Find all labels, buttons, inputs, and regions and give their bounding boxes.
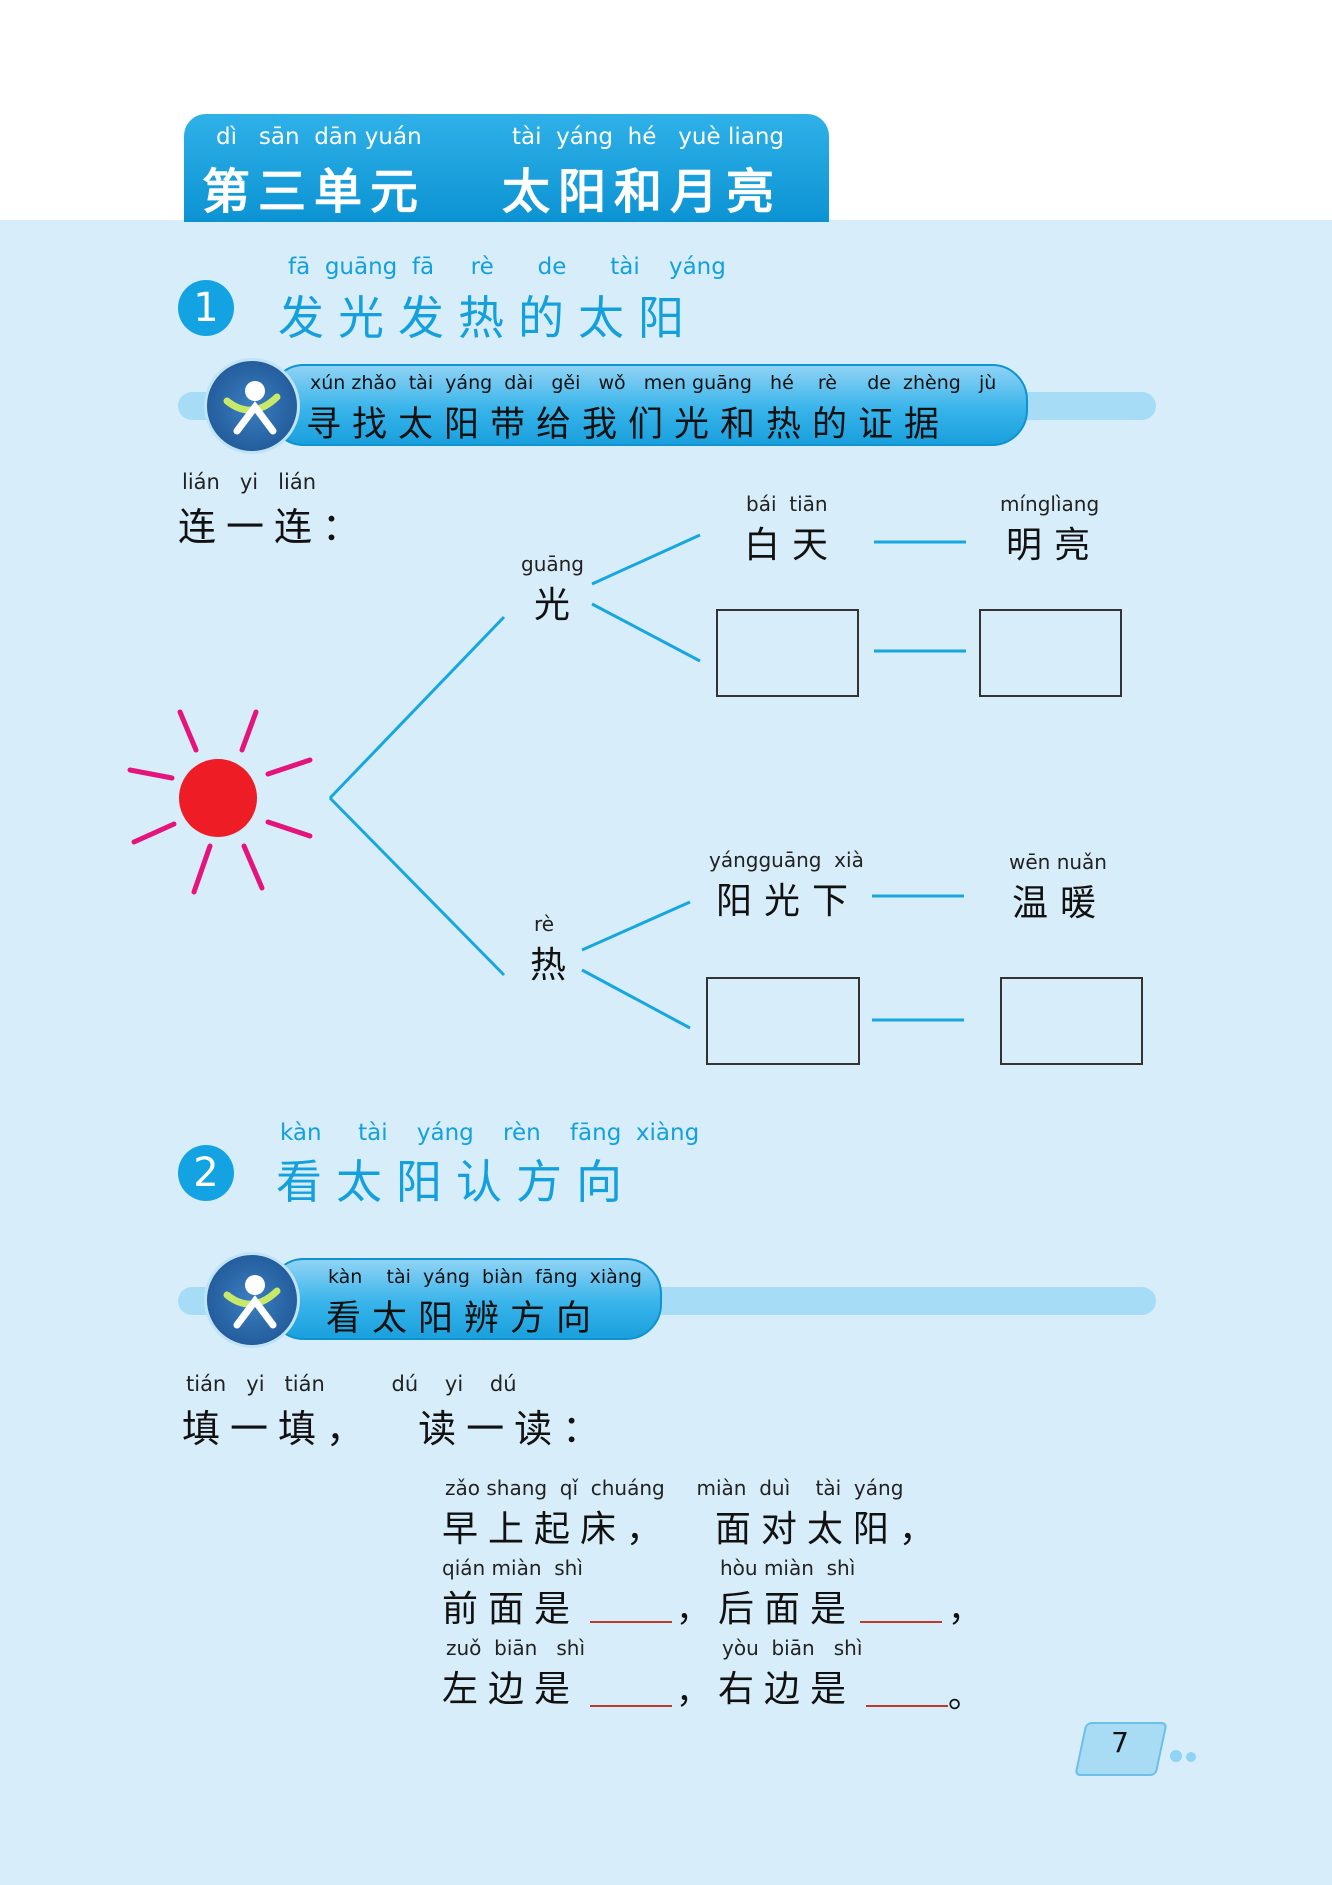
answer-box-heat-left[interactable]: [706, 977, 860, 1065]
daytime-text: 白天: [744, 525, 841, 566]
verse-line-1-text: 早上起床， 面对太阳，: [442, 1509, 945, 1550]
warm-pinyin: wēn nuǎn: [1009, 850, 1107, 874]
back-text: 后面是: [718, 1589, 857, 1630]
section-2-pinyin: kàn tài yáng rèn fāng xiàng: [280, 1120, 700, 1146]
front-text: 前面是: [442, 1589, 581, 1630]
unit-number-pinyin: dì sān dān yuán: [216, 124, 422, 150]
activity-2-badge-icon: [204, 1252, 300, 1348]
activity-1-banner: [268, 364, 1028, 446]
unit-banner: [184, 114, 829, 222]
answer-box-heat-right[interactable]: [1000, 977, 1143, 1065]
sunshine-pinyin: yángguāng xià: [709, 848, 864, 872]
instruction-1-text: 连一连：: [178, 505, 371, 549]
section-2-number: 2: [178, 1145, 234, 1201]
left-comma: ，: [676, 1672, 710, 1712]
light-char: 光: [534, 585, 571, 626]
answer-box-light-right[interactable]: [979, 609, 1122, 697]
instruction-2-pinyin: tián yi tián dú yi dú: [186, 1372, 517, 1396]
activity-2-title: 看太阳辨方向: [326, 1299, 603, 1339]
sun-icon: [179, 759, 257, 837]
section-1-title: 发光发热的太阳: [278, 291, 698, 345]
answer-box-light-left[interactable]: [716, 609, 859, 697]
decor-dot: [1186, 1752, 1196, 1762]
right-text: 右边是: [718, 1669, 857, 1710]
bright-text: 明亮: [1006, 525, 1103, 566]
section-1-pinyin: fā guāng fā rè de tài yáng: [288, 254, 726, 280]
running-figure-icon: [223, 381, 281, 435]
left-text: 左边是: [442, 1669, 581, 1710]
right-pinyin: yòu biān shì: [722, 1636, 863, 1660]
front-answer-blank[interactable]: [590, 1621, 672, 1623]
front-comma: ，: [676, 1590, 710, 1630]
daytime-pinyin: bái tiān: [746, 492, 828, 516]
back-answer-blank[interactable]: [860, 1621, 942, 1623]
front-pinyin: qián miàn shì: [442, 1556, 583, 1580]
left-answer-blank[interactable]: [590, 1705, 672, 1707]
verse-line-1-pinyin: zǎo shang qǐ chuáng miàn duì tài yáng: [445, 1476, 904, 1500]
running-figure-icon: [223, 1275, 281, 1329]
instruction-1-pinyin: lián yi lián: [182, 470, 317, 494]
activity-2-pinyin: kàn tài yáng biàn fāng xiàng: [328, 1266, 642, 1288]
bright-pinyin: mínglìang: [1000, 492, 1100, 516]
warm-text: 温暖: [1012, 883, 1109, 924]
page-background: [0, 220, 1332, 1885]
sunshine-text: 阳光下: [716, 881, 861, 922]
decor-dot: [1170, 1750, 1182, 1762]
back-comma: ，: [948, 1590, 982, 1630]
activity-1-title: 寻找太阳带给我们光和热的证据: [306, 405, 951, 445]
instruction-2-text: 填一填， 读一读：: [182, 1407, 611, 1451]
unit-title-pinyin: tài yáng hé yuè liang: [512, 124, 784, 150]
page-number: 7: [1111, 1726, 1129, 1759]
connector-lines: [328, 533, 966, 1030]
right-answer-blank[interactable]: [866, 1705, 948, 1707]
light-pinyin: guāng: [521, 552, 584, 576]
activity-2-banner: [268, 1258, 662, 1340]
section-1-number: 1: [178, 280, 234, 336]
left-pinyin: zuǒ biān shì: [446, 1636, 586, 1660]
sun-rays: [127, 709, 313, 895]
heat-pinyin: rè: [534, 912, 555, 936]
right-period: 。: [948, 1676, 982, 1716]
activity-1-badge-icon: [204, 358, 300, 454]
back-pinyin: hòu miàn shì: [720, 1556, 856, 1580]
unit-number-title: 第三单元: [202, 164, 427, 220]
activity-1-pinyin: xún zhǎo tài yáng dài gěi wǒ men guāng h…: [310, 372, 997, 394]
unit-title: 太阳和月亮: [502, 164, 783, 220]
section-2-title: 看太阳认方向: [276, 1155, 636, 1209]
heat-char: 热: [530, 945, 567, 986]
